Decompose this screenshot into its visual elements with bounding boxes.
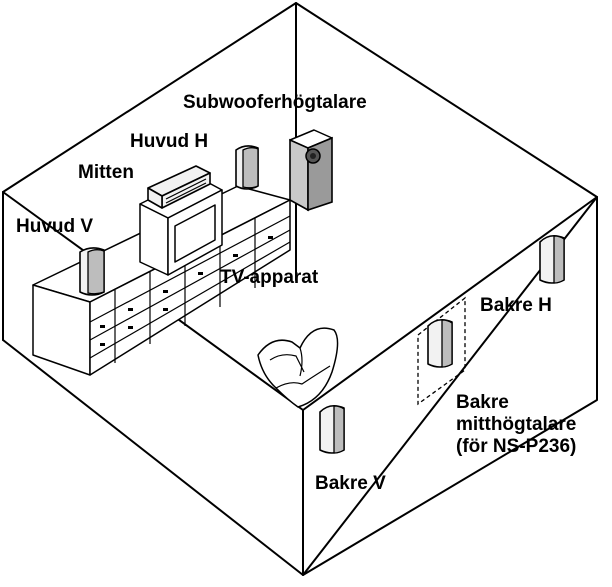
rear-left-speaker-icon bbox=[319, 404, 345, 454]
label-rear-right: Bakre H bbox=[480, 295, 552, 316]
rear-center-speaker-icon bbox=[417, 296, 466, 406]
front-right-speaker-icon bbox=[235, 145, 259, 190]
label-center: Mitten bbox=[78, 162, 134, 183]
label-tv: TV-apparat bbox=[220, 267, 319, 288]
label-rear-center-line2: mitthögtalare bbox=[456, 414, 576, 435]
front-left-speaker-icon bbox=[79, 247, 105, 296]
label-rear-center-line3: (för NS-P236) bbox=[456, 436, 576, 457]
label-rear-center-line1: Bakre bbox=[456, 392, 509, 413]
label-front-left: Huvud V bbox=[16, 216, 93, 237]
label-front-right: Huvud H bbox=[130, 131, 208, 152]
subwoofer-icon bbox=[289, 129, 333, 212]
center-speaker-icon bbox=[147, 165, 211, 209]
label-rear-left: Bakre V bbox=[315, 473, 386, 494]
label-subwoofer: Subwooferhögtalare bbox=[183, 92, 367, 113]
armchair-icon bbox=[257, 327, 339, 408]
rear-right-speaker-icon bbox=[539, 234, 565, 284]
